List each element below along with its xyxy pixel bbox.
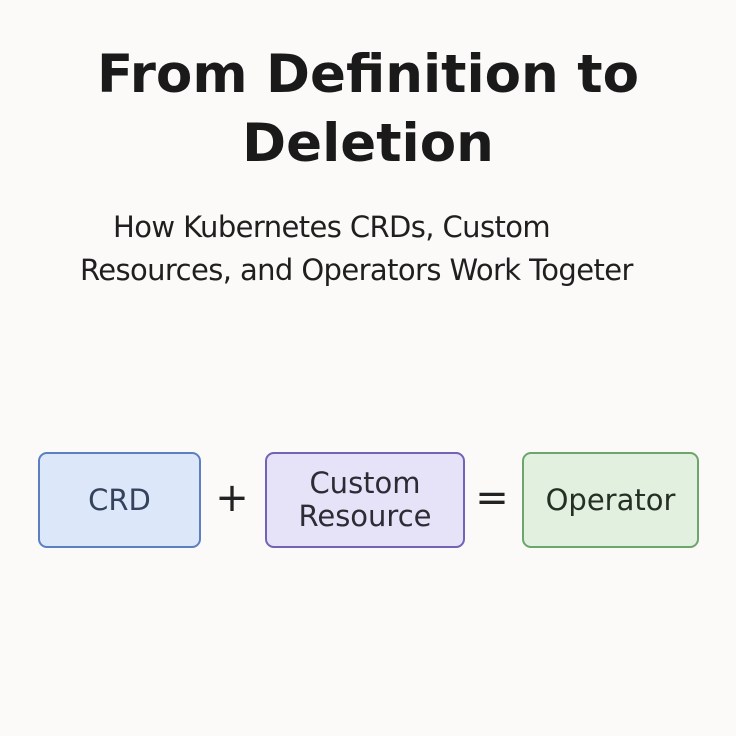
subtitle-line-2: Resources, and Operators Work Togeter (80, 253, 633, 287)
crd-box: CRD (38, 452, 201, 548)
operator-box-label: Operator (545, 482, 676, 517)
operator-box: Operator (522, 452, 699, 548)
custom-resource-label-line-2: Resource (298, 499, 432, 533)
plus-symbol: + (215, 475, 249, 521)
custom-resource-label-line-1: Custom (309, 466, 421, 500)
title-line-2: Deletion (242, 113, 494, 174)
equals-symbol: = (475, 475, 509, 521)
crd-box-label: CRD (88, 482, 151, 517)
page-title: From Definition to Deletion (0, 40, 736, 178)
title-line-1: From Definition to (96, 44, 639, 105)
subtitle-line-1: How Kubernetes CRDs, Custom (113, 210, 551, 244)
custom-resource-box: Custom Resource (265, 452, 465, 548)
page-subtitle: How Kubernetes CRDs, Custom Resources, a… (60, 206, 700, 292)
